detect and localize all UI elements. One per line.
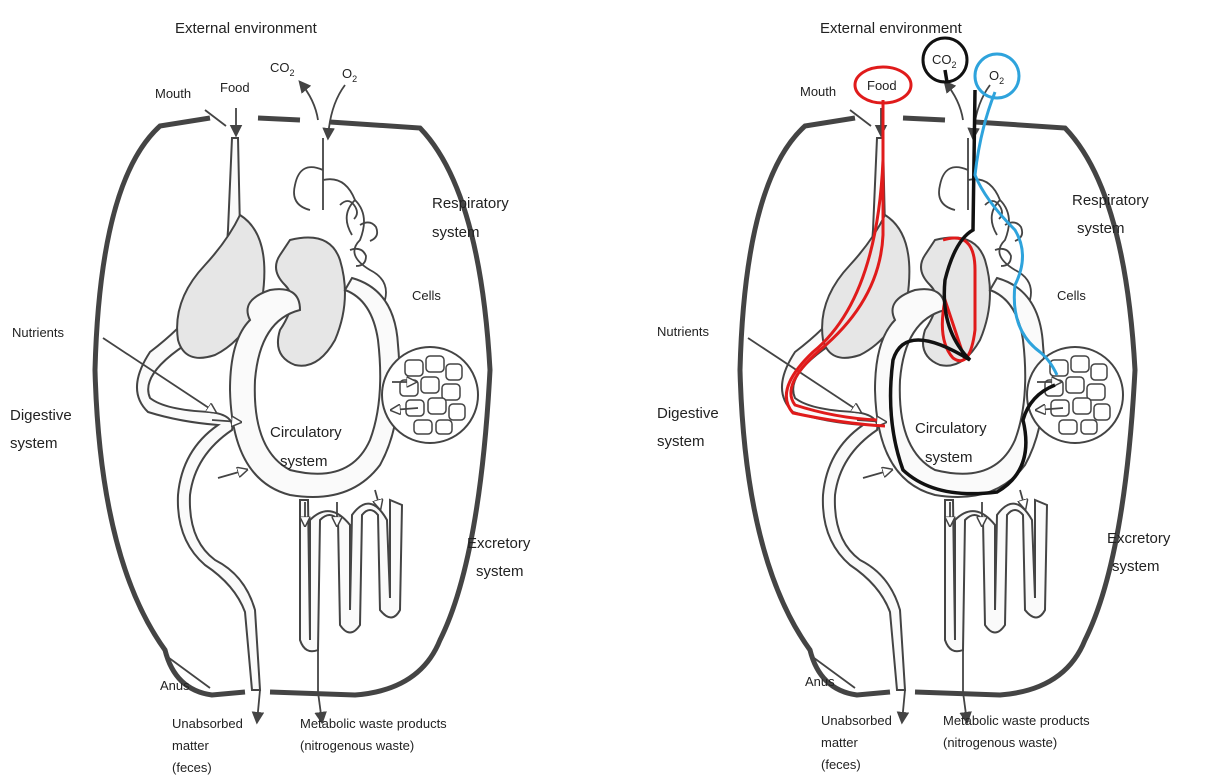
label-cells: Cells (1057, 288, 1086, 303)
label-mouth: Mouth (800, 84, 836, 99)
label-digestive-system-2: system (657, 433, 705, 450)
label-external-environment: External environment (175, 20, 318, 37)
label-co2: CO2 (932, 52, 957, 70)
label-waste-2: (nitrogenous waste) (943, 735, 1057, 750)
label-unabsorbed-3: (feces) (821, 757, 861, 772)
label-excretory-system-1: Excretory (1107, 530, 1171, 547)
label-waste-2: (nitrogenous waste) (300, 738, 414, 753)
label-excretory-system-2: system (476, 563, 524, 580)
label-circulatory-system-2: system (280, 453, 328, 470)
label-unabsorbed-3: (feces) (172, 760, 212, 775)
label-waste-1: Metabolic waste products (300, 716, 447, 731)
label-food: Food (220, 80, 250, 95)
label-digestive-system-1: Digestive (10, 407, 72, 424)
label-o2: O2 (989, 68, 1004, 86)
label-circulatory-system-1: Circulatory (270, 424, 342, 441)
label-excretory-system-1: Excretory (467, 535, 531, 552)
label-mouth: Mouth (155, 86, 191, 101)
label-respiratory-system-2: system (1077, 220, 1125, 237)
label-respiratory-system-1: Respiratory (1072, 192, 1149, 209)
label-circulatory-system-2: system (925, 449, 973, 466)
label-unabsorbed-1: Unabsorbed (821, 713, 892, 728)
label-respiratory-system-1: Respiratory (432, 195, 509, 212)
label-digestive-system-2: system (10, 435, 58, 452)
label-respiratory-system-2: system (432, 224, 480, 241)
label-unabsorbed-2: matter (821, 735, 859, 750)
label-anus: Anus (160, 678, 190, 693)
label-anus: Anus (805, 674, 835, 689)
label-unabsorbed-2: matter (172, 738, 210, 753)
organism-drawing (95, 82, 490, 722)
label-circulatory-system-1: Circulatory (915, 420, 987, 437)
panel-plain: External environment Mouth Food CO2 O2 R… (10, 20, 531, 775)
label-o2: O2 (342, 66, 357, 84)
panel-traced: External environment Mouth Food CO2 O2 R… (657, 20, 1171, 772)
label-digestive-system-1: Digestive (657, 405, 719, 422)
label-cells: Cells (412, 288, 441, 303)
label-external-environment: External environment (820, 20, 963, 37)
label-food: Food (867, 78, 897, 93)
label-nutrients: Nutrients (12, 325, 65, 340)
label-excretory-system-2: system (1112, 558, 1160, 575)
label-waste-1: Metabolic waste products (943, 713, 1090, 728)
organism-drawing-traced (740, 82, 1135, 722)
label-unabsorbed-1: Unabsorbed (172, 716, 243, 731)
label-co2: CO2 (270, 60, 295, 78)
label-nutrients: Nutrients (657, 324, 710, 339)
